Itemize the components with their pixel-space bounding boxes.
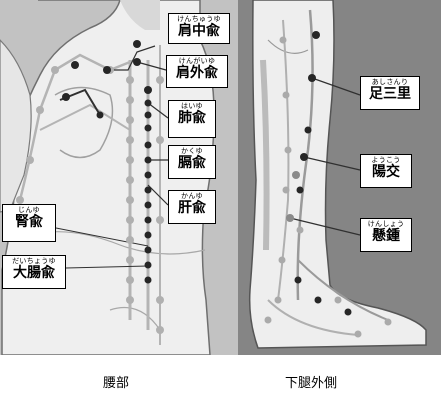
point-ruby: かくゆ — [169, 148, 215, 155]
point-label-yoko: ようこう 陽交 — [360, 154, 412, 188]
point-label-haiyu: はいゆ 肺兪 — [168, 100, 216, 138]
point-label-jinyu: じんゆ 腎兪 — [2, 204, 56, 242]
point-name: 腎兪 — [3, 215, 55, 229]
point-name: 懸鍾 — [361, 229, 411, 243]
point-ruby: はいゆ — [169, 103, 215, 110]
point-name: 肩外兪 — [167, 66, 227, 80]
point-ruby: じんゆ — [3, 207, 55, 214]
point-ruby: けんしょう — [361, 221, 411, 228]
shin-shading — [263, 60, 267, 250]
point-name: 肺兪 — [169, 111, 215, 125]
point-ruby: けんがいゆ — [167, 58, 227, 65]
point-name: 陽交 — [361, 165, 411, 179]
point-label-ashisanri: あしさんり 足三里 — [360, 76, 420, 110]
point-label-kakuyu: かくゆ 膈兪 — [168, 145, 216, 179]
point-ruby: かんゆ — [169, 193, 215, 200]
point-label-kengaiyu: けんがいゆ 肩外兪 — [166, 55, 228, 88]
point-label-daichoyu: だいちょうゆ 大腸兪 — [2, 255, 66, 289]
acupoint-gray — [292, 171, 300, 179]
caption-lower-leg-lateral: 下腿外側 — [285, 372, 337, 391]
point-label-kenchuyu: けんちゅうゆ 肩中兪 — [168, 13, 230, 44]
caption-lumbar: 腰部 — [103, 372, 129, 391]
point-name: 肩中兪 — [169, 24, 229, 38]
point-name: 肝兪 — [169, 201, 215, 215]
point-name: 膈兪 — [169, 156, 215, 170]
point-ruby: けんちゅうゆ — [169, 16, 229, 23]
acupoint-gray — [286, 214, 294, 222]
point-name: 大腸兪 — [3, 266, 65, 280]
point-ruby: だいちょうゆ — [3, 258, 65, 265]
point-ruby: ようこう — [361, 157, 411, 164]
point-label-kensho: けんしょう 懸鍾 — [360, 218, 412, 252]
point-label-kanyu: かんゆ 肝兪 — [168, 190, 216, 224]
point-ruby: あしさんり — [361, 79, 419, 86]
point-name: 足三里 — [361, 87, 419, 101]
